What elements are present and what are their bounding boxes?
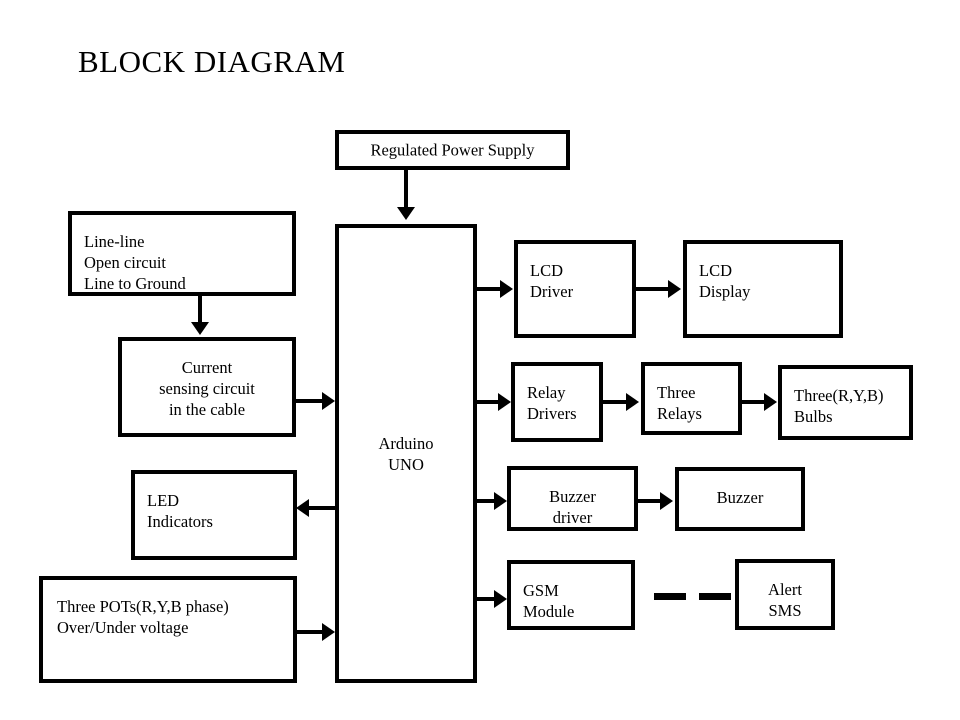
node-buzzer-driver[interactable]: Buzzer driver: [507, 466, 638, 531]
node-current-sensing-circuit-label: Current sensing circuit in the cable: [159, 358, 255, 420]
edge-arduino-to-lcd-driver-arrowhead: [500, 280, 513, 298]
node-lcd-driver-label: LCD Driver: [530, 261, 574, 302]
edge-current-sensing-to-arduino-line: [296, 399, 324, 403]
node-relay-drivers[interactable]: Relay Drivers: [511, 362, 603, 442]
edge-fault-types-to-current-sensing-line: [198, 296, 202, 324]
node-current-sensing-circuit[interactable]: Current sensing circuit in the cable: [118, 337, 296, 437]
edge-pots-to-arduino-arrowhead: [322, 623, 335, 641]
edge-arduino-to-gsm-module-line: [477, 597, 496, 601]
node-three-pots[interactable]: Three POTs(R,Y,B phase) Over/Under volta…: [39, 576, 297, 683]
node-regulated-power-supply-label: Regulated Power Supply: [370, 140, 535, 160]
edge-lcd-driver-to-lcd-display-arrowhead: [668, 280, 681, 298]
node-buzzer[interactable]: Buzzer: [675, 467, 805, 531]
node-three-pots-label: Three POTs(R,Y,B phase) Over/Under volta…: [57, 597, 229, 638]
edge-relay-drivers-to-three-relays-line: [603, 400, 627, 404]
node-lcd-driver[interactable]: LCD Driver: [514, 240, 636, 338]
node-lcd-display[interactable]: LCD Display: [683, 240, 843, 338]
edge-arduino-to-led-indicators-line: [308, 506, 337, 510]
edge-lcd-driver-to-lcd-display-line: [636, 287, 669, 291]
node-alert-sms[interactable]: Alert SMS: [735, 559, 835, 630]
edge-arduino-to-gsm-module-arrowhead: [494, 590, 507, 608]
node-arduino-uno[interactable]: Arduino UNO: [335, 224, 477, 683]
page-title: BLOCK DIAGRAM: [78, 44, 346, 79]
node-alert-sms-label: Alert SMS: [768, 580, 802, 621]
edge-arduino-to-led-indicators-arrowhead: [296, 499, 309, 517]
node-lcd-display-label: LCD Display: [699, 261, 751, 302]
edge-arduino-to-relay-drivers-line: [477, 400, 499, 404]
edge-gsm-to-alert-sms-dash-1: [654, 593, 686, 600]
node-led-indicators[interactable]: LED Indicators: [131, 470, 297, 560]
edge-fault-types-to-current-sensing-arrowhead: [191, 322, 209, 335]
node-bulbs-label: Three(R,Y,B) Bulbs: [794, 386, 884, 427]
edge-current-sensing-to-arduino-arrowhead: [322, 392, 335, 410]
node-arduino-uno-label: Arduino UNO: [378, 433, 434, 474]
node-gsm-module[interactable]: GSM Module: [507, 560, 635, 630]
edge-three-relays-to-bulbs-arrowhead: [764, 393, 777, 411]
edge-arduino-to-buzzer-driver-arrowhead: [494, 492, 507, 510]
edge-buzzer-driver-to-buzzer-arrowhead: [660, 492, 673, 510]
node-relay-drivers-label: Relay Drivers: [527, 383, 577, 424]
node-fault-types[interactable]: Line-line Open circuit Line to Ground: [68, 211, 296, 296]
edge-buzzer-driver-to-buzzer-line: [638, 499, 662, 503]
node-gsm-module-label: GSM Module: [523, 581, 575, 622]
node-regulated-power-supply[interactable]: Regulated Power Supply: [335, 130, 570, 170]
edge-arduino-to-lcd-driver-line: [477, 287, 501, 291]
node-three-relays[interactable]: Three Relays: [641, 362, 742, 435]
edge-relay-drivers-to-three-relays-arrowhead: [626, 393, 639, 411]
node-bulbs[interactable]: Three(R,Y,B) Bulbs: [778, 365, 913, 440]
node-buzzer-driver-label: Buzzer driver: [549, 487, 596, 528]
node-three-relays-label: Three Relays: [657, 383, 702, 424]
node-buzzer-label: Buzzer: [716, 488, 764, 507]
edge-pots-to-arduino-line: [297, 630, 324, 634]
edge-gsm-to-alert-sms-dash-2: [699, 593, 731, 600]
edge-power-supply-to-arduino-line: [404, 170, 408, 208]
edge-arduino-to-relay-drivers-arrowhead: [498, 393, 511, 411]
node-led-indicators-label: LED Indicators: [147, 491, 213, 532]
edge-power-supply-to-arduino-arrowhead: [397, 207, 415, 220]
edge-arduino-to-buzzer-driver-line: [477, 499, 496, 503]
node-fault-types-label: Line-line Open circuit Line to Ground: [84, 232, 186, 294]
edge-three-relays-to-bulbs-line: [742, 400, 766, 404]
